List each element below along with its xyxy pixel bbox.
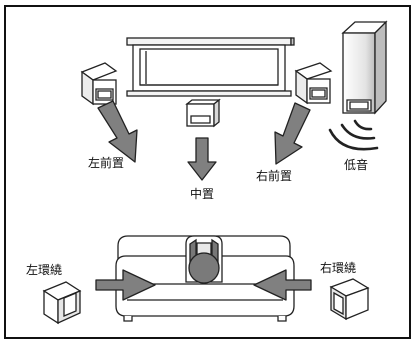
label-center: 中置 xyxy=(190,187,215,201)
surround-right-speaker xyxy=(329,278,370,321)
surround-left-speaker xyxy=(42,281,82,325)
label-surround-left: 左環繞 xyxy=(26,263,63,277)
listener-figure xyxy=(185,235,223,284)
subwoofer-sound-waves xyxy=(328,119,379,151)
front-left-speaker xyxy=(80,62,118,106)
label-subwoofer: 低音 xyxy=(344,158,369,172)
subwoofer-speaker xyxy=(341,20,388,115)
tv-screen xyxy=(126,37,295,97)
arrow-front-left xyxy=(97,100,138,163)
arrow-surround-left xyxy=(95,269,156,301)
center-speaker xyxy=(185,98,221,128)
arrow-center xyxy=(187,137,217,181)
label-front-left: 左前置 xyxy=(88,156,125,170)
label-front-right: 右前置 xyxy=(256,169,293,183)
arrow-surround-right xyxy=(253,269,312,301)
arrow-front-right xyxy=(274,102,311,165)
label-surround-right: 右環繞 xyxy=(320,261,357,275)
front-right-speaker xyxy=(294,62,333,105)
